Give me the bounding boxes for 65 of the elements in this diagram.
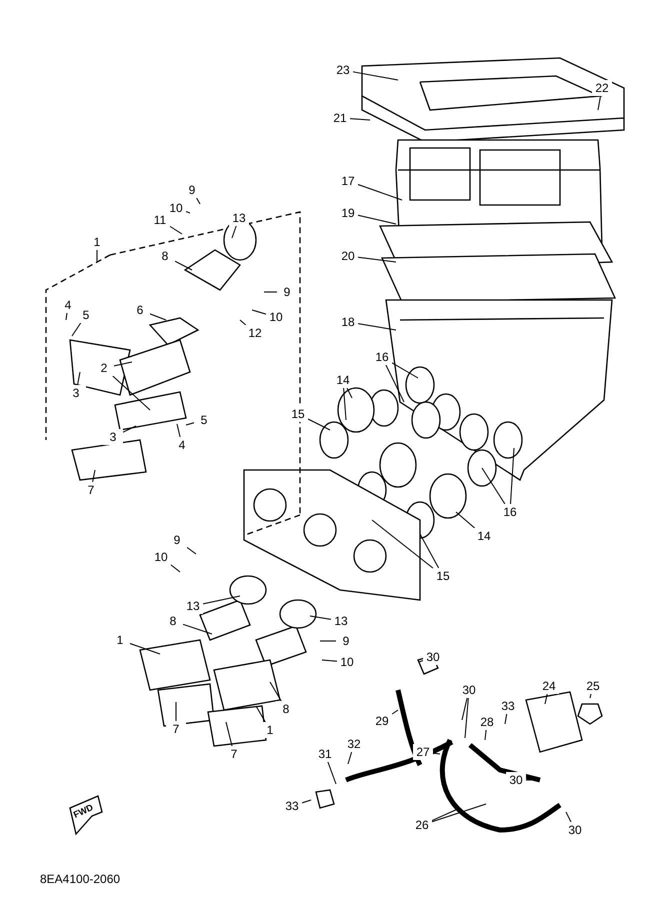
leader-line (112, 376, 150, 410)
leader-line (482, 468, 506, 504)
leader-line (196, 198, 200, 204)
leader-line (150, 313, 166, 320)
leader-line (327, 762, 336, 784)
leader-line (504, 714, 508, 724)
leader-line (372, 520, 434, 569)
leader-line (72, 322, 82, 336)
leader-line (202, 596, 240, 604)
leader-line (420, 534, 440, 568)
leader-line (348, 752, 352, 764)
leader-line (92, 470, 96, 482)
leader-line (240, 320, 246, 326)
leader-line (302, 800, 312, 804)
leader-line (77, 372, 80, 386)
leader-line (456, 512, 476, 528)
leader-line (186, 422, 194, 426)
leader-line (174, 260, 192, 270)
leader-line (544, 694, 548, 704)
leader-line (232, 226, 237, 238)
leader-line (308, 418, 330, 430)
callout-number: 27 (413, 744, 433, 760)
leader-line (510, 448, 514, 504)
leader-line (432, 752, 440, 754)
leader-line (464, 698, 469, 738)
leader-line (598, 96, 602, 110)
leader-line (270, 682, 282, 702)
leader-line (352, 71, 398, 80)
leader-line (252, 310, 266, 315)
leader-line (358, 256, 396, 262)
leader-line (96, 250, 98, 262)
leader-line (432, 804, 486, 822)
leader-line (130, 643, 160, 654)
leader-line (170, 226, 182, 234)
leader-line (322, 660, 338, 662)
leader-line (566, 812, 572, 822)
leader-line (392, 362, 418, 378)
leader-line (182, 624, 212, 634)
leader-line (462, 698, 468, 720)
leader-line (418, 660, 424, 662)
callout-number: 3 (103, 429, 123, 445)
leader-line (186, 546, 196, 554)
leader-line (590, 694, 592, 698)
leader-line (358, 184, 402, 200)
direction-label: FWD (72, 802, 95, 820)
leader-line (256, 706, 266, 722)
leader-line (176, 424, 181, 438)
leader-line (226, 722, 232, 746)
leader-line (484, 730, 487, 740)
leader-line (186, 211, 190, 214)
leader-line (385, 364, 404, 402)
leader-line (310, 616, 332, 620)
leader-line (320, 640, 336, 642)
leader-line (122, 426, 136, 433)
leader-line (343, 388, 346, 420)
leader-line (114, 362, 132, 366)
callout-number: 22 (592, 80, 612, 96)
leader-line (66, 312, 68, 320)
leader-line (392, 710, 398, 715)
drawing-number: 8EA4100-2060 (40, 872, 120, 886)
leader-line (170, 564, 180, 572)
leader-line (346, 388, 352, 398)
leader-line (358, 214, 396, 224)
leader-line (350, 118, 370, 120)
leader-line (358, 323, 396, 330)
